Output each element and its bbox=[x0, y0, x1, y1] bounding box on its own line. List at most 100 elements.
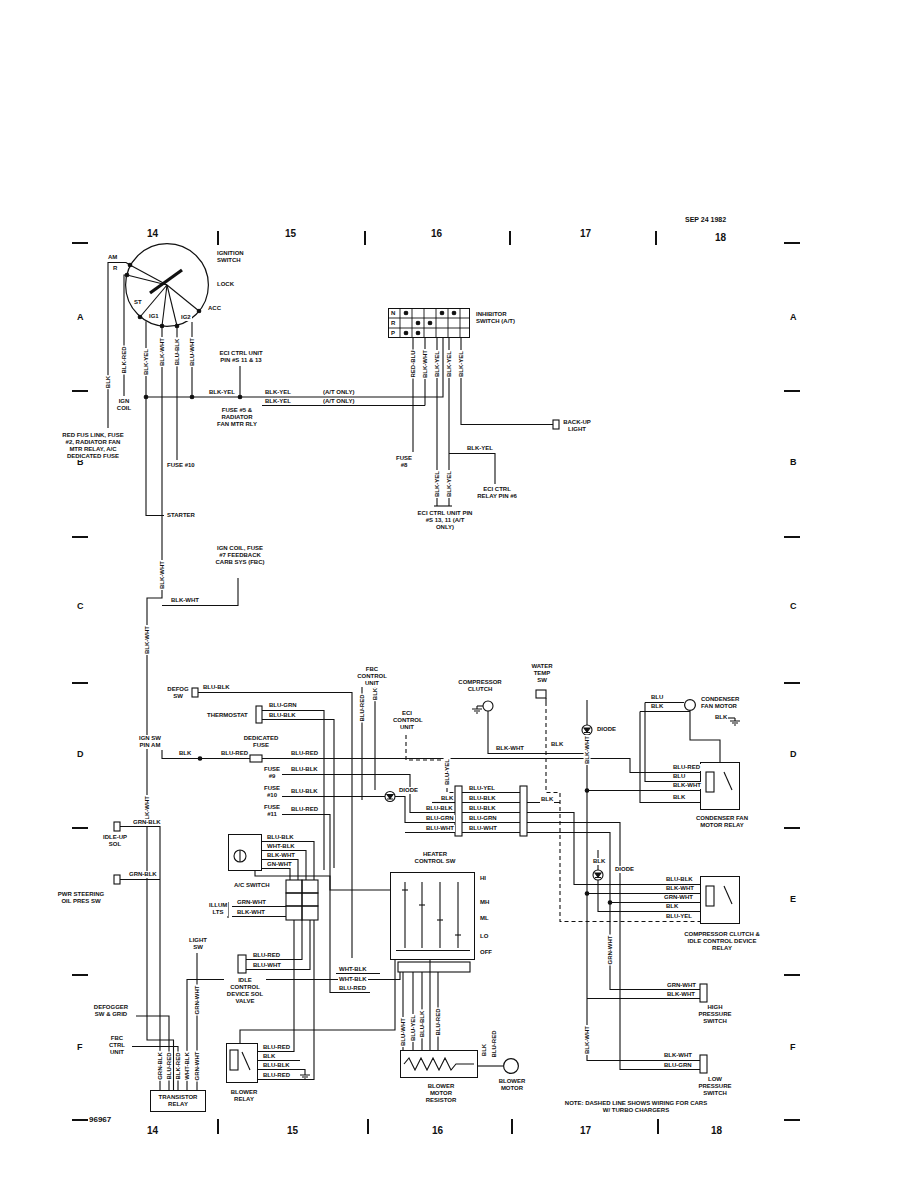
wire-color-label: BLU-BLK bbox=[202, 684, 231, 691]
wire bbox=[239, 850, 240, 862]
wire bbox=[457, 882, 458, 948]
ignition-switch: IGNITION SWITCHLOCK bbox=[125, 243, 209, 327]
grid-tick bbox=[784, 1119, 800, 1121]
grid-tick bbox=[784, 682, 800, 684]
wire-color-label: BLK bbox=[540, 796, 554, 803]
wire bbox=[404, 1058, 474, 1070]
grid-tick bbox=[217, 1119, 219, 1134]
grid-reference: F bbox=[76, 1042, 84, 1052]
wire-color-label: BLK bbox=[481, 1043, 488, 1057]
wire bbox=[421, 882, 422, 948]
component-name: BLOWER MOTOR RESISTOR bbox=[415, 1083, 467, 1104]
wire bbox=[258, 920, 314, 1080]
wire bbox=[437, 1035, 438, 1050]
wire bbox=[560, 813, 700, 885]
connector-symbol bbox=[114, 875, 120, 884]
wire bbox=[610, 902, 700, 903]
relay-box: COMPRESSOR CLUTCH & IDLE CONTROL DEVICE … bbox=[700, 876, 740, 924]
grid-reference: C bbox=[789, 601, 798, 611]
component-name: CONDENSER FAN MOTOR RELAY bbox=[693, 815, 751, 829]
component-name: TRANSISTOR RELAY bbox=[153, 1094, 203, 1108]
grid-reference: F bbox=[789, 1042, 797, 1052]
wire bbox=[477, 705, 483, 706]
grid-reference: D bbox=[789, 749, 798, 759]
wire bbox=[136, 1016, 169, 1090]
wire bbox=[421, 972, 422, 1011]
wire-color-label: BLK bbox=[650, 703, 664, 710]
wire-color-label: BLU-WHT bbox=[425, 825, 455, 832]
junction-dot bbox=[416, 321, 420, 325]
grid-reference: D bbox=[76, 749, 85, 759]
heater-control-switch: HEATER CONTROL SW bbox=[390, 872, 475, 960]
connector-symbol bbox=[286, 906, 302, 920]
wire bbox=[239, 366, 240, 397]
ground-symbol bbox=[730, 718, 740, 725]
terminal-label: IG1 bbox=[148, 313, 160, 320]
component-name: IGNITION SWITCH bbox=[216, 250, 262, 264]
connector-symbol bbox=[536, 690, 546, 698]
wire-color-label: RED-BLU bbox=[410, 350, 417, 379]
wire bbox=[527, 812, 560, 813]
wire-color-label: BLK-YEL bbox=[434, 470, 441, 498]
grid-tick bbox=[655, 231, 657, 245]
relay-box: BLOWER RELAY bbox=[226, 1043, 258, 1083]
component-label: IGN SW PIN AM bbox=[136, 735, 164, 749]
wire bbox=[167, 285, 177, 326]
wire bbox=[336, 973, 380, 974]
wire-color-label: BLU-WHT bbox=[468, 825, 498, 832]
junction-dot bbox=[404, 331, 408, 335]
junction-dot bbox=[428, 321, 432, 325]
wire-color-label: BLK-YEL bbox=[446, 470, 453, 498]
wire bbox=[282, 775, 455, 813]
component-label: DEFOGGER SW & GRID bbox=[88, 1004, 134, 1018]
wire-color-label: BLU-BLK bbox=[468, 805, 497, 812]
connector-symbol bbox=[398, 962, 470, 972]
wire-color-label: BLU-WHT bbox=[400, 1017, 407, 1047]
grid-tick bbox=[72, 974, 88, 976]
component-label: BACK-UP LIGHT bbox=[561, 419, 593, 433]
coil-symbol bbox=[483, 701, 493, 711]
wire-color-label: BLK-WHT bbox=[144, 625, 151, 655]
grid-tick bbox=[72, 1119, 88, 1121]
wire bbox=[246, 920, 310, 970]
component-label: IGN COIL, FUSE #7 FEEDBACK CARB SYS (FBC… bbox=[212, 545, 268, 566]
wire-connector bbox=[429, 960, 430, 1050]
wire-color-label: BLK-WHT bbox=[422, 349, 429, 379]
terminal-label: ACC bbox=[207, 305, 222, 312]
wire bbox=[421, 1037, 422, 1050]
wire-color-label: BLU-RED bbox=[166, 1052, 173, 1081]
wire bbox=[462, 812, 520, 813]
wire bbox=[587, 998, 700, 999]
grid-tick bbox=[784, 827, 800, 829]
grid-reference: A bbox=[789, 312, 798, 322]
coil-symbol bbox=[234, 850, 246, 862]
wire-color-label: BLK-WHT bbox=[665, 885, 695, 892]
wire bbox=[405, 832, 455, 833]
component-name: BLOWER RELAY bbox=[221, 1089, 267, 1103]
wire bbox=[439, 882, 440, 948]
wire-color-label: BLK-WHT bbox=[666, 991, 696, 998]
diode-symbol bbox=[593, 870, 603, 880]
wire bbox=[560, 823, 700, 1070]
connector-symbol bbox=[250, 755, 262, 762]
circle-outline bbox=[125, 243, 209, 327]
wire-color-label: BLU-BLK bbox=[268, 712, 297, 719]
wire-color-label: BLU-BLK bbox=[290, 788, 319, 795]
wire bbox=[587, 790, 700, 791]
wire-color-label: GRN-BLK bbox=[157, 1051, 164, 1081]
wire-color-label: WHT-BLK bbox=[338, 966, 368, 973]
fan-motor: CONDENSER FAN MOTOR bbox=[684, 699, 696, 711]
wire-color-label: BLK-YEL bbox=[446, 350, 453, 378]
wire-color-label: BLK bbox=[592, 858, 606, 865]
grid-tick bbox=[72, 390, 88, 392]
wire bbox=[404, 882, 405, 948]
component-label: LOW PRESSURE SWITCH bbox=[692, 1076, 738, 1097]
resistor-block: BLOWER MOTOR RESISTOR bbox=[400, 1050, 478, 1078]
wire-color-label: BLK bbox=[178, 750, 192, 757]
component-label: FUSE #9 bbox=[262, 766, 282, 780]
wire bbox=[462, 802, 520, 803]
wire-color-label: BLU-YEL bbox=[410, 1014, 417, 1042]
grid-tick bbox=[367, 1119, 369, 1134]
